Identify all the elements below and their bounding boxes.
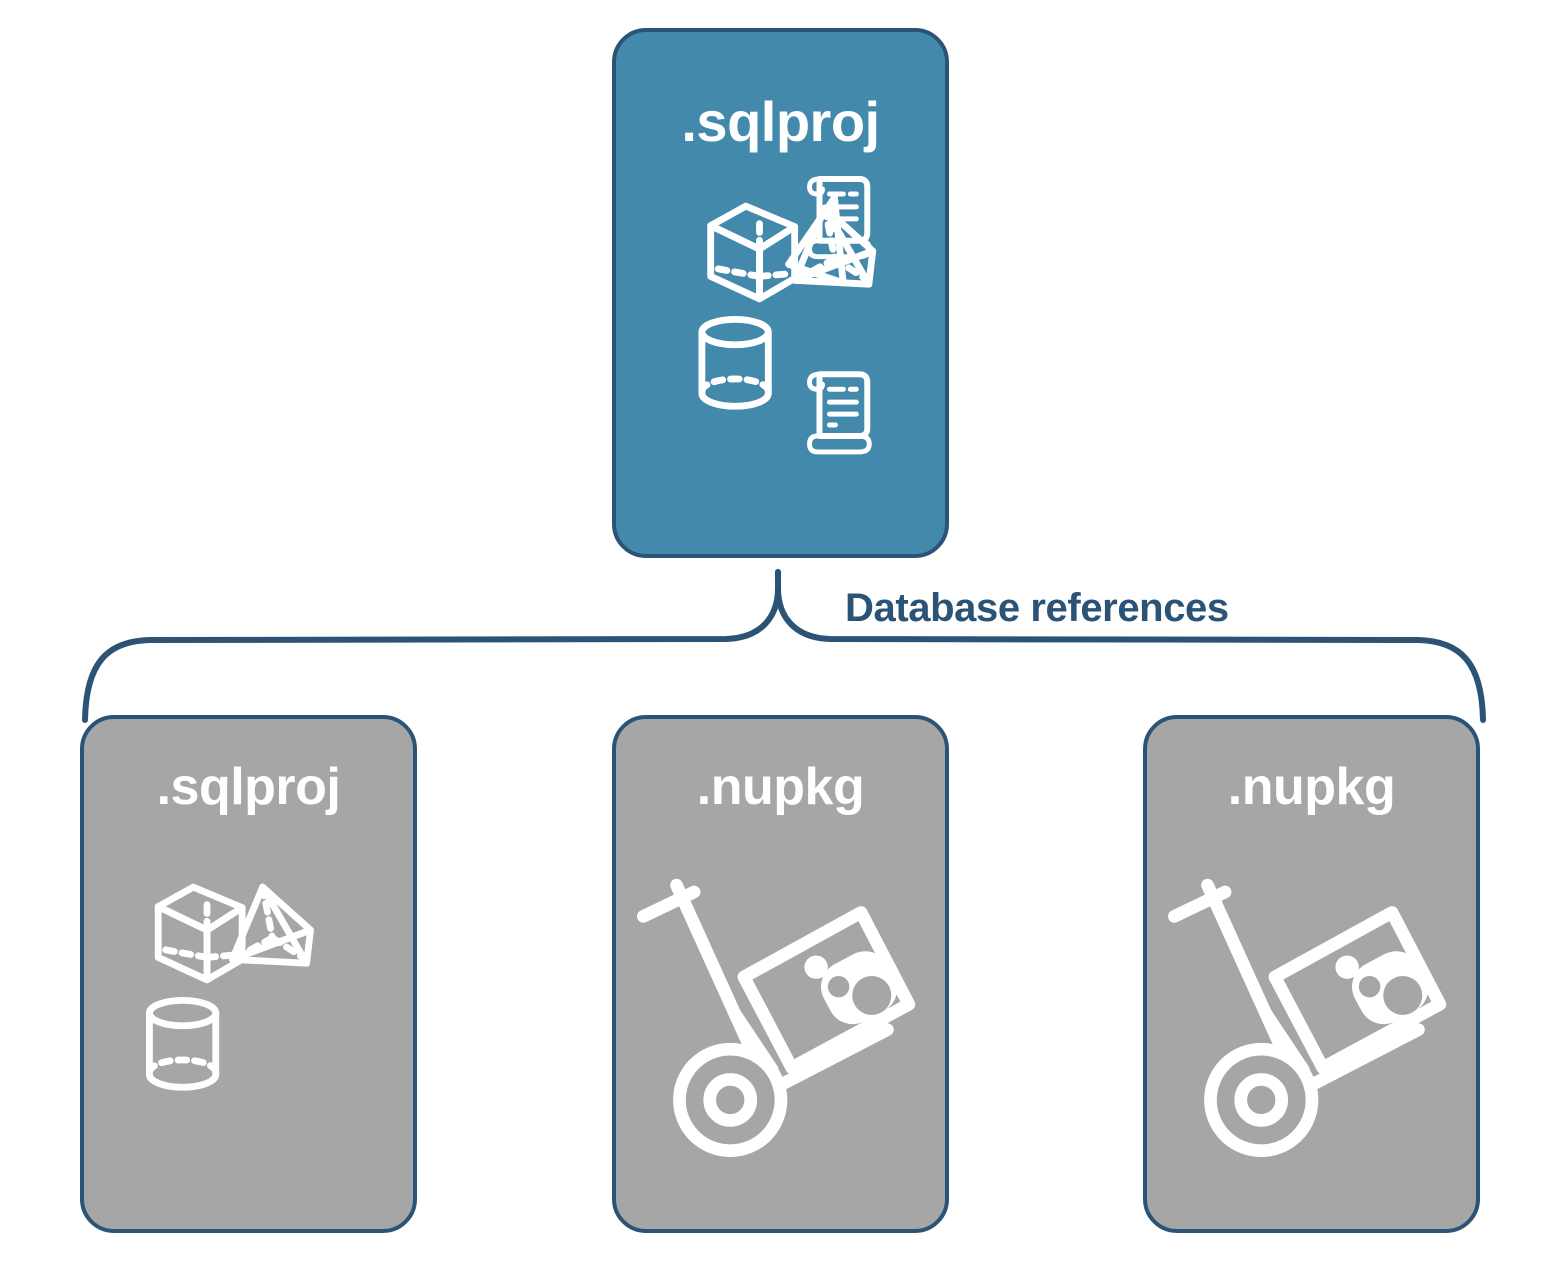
scroll-icon [807,176,872,260]
brace-label: Database references [845,586,1229,630]
nuget-mark-holes [1358,975,1423,1016]
pyramid-icon-body [791,204,877,288]
hand-truck-package-icon [1167,878,1447,1158]
card-title-nupkg-2: .nupkg [1227,758,1396,816]
nuget-mark [804,951,898,1025]
card-title-sqlproj-reference: .sqlproj [156,758,341,816]
cylinder-icon [698,315,772,410]
nuget-mark [1335,951,1429,1025]
card-sqlproj-reference[interactable]: .sqlproj [80,715,417,1233]
nuget-mark-holes [827,975,892,1016]
card-title-nupkg-1: .nupkg [696,758,865,816]
pyramid-icon [785,194,847,287]
database-references-brace [82,569,1486,723]
card-nupkg-1[interactable]: .nupkg [612,715,949,1233]
card-sqlproj-main[interactable]: .sqlproj [612,28,949,558]
scroll-icon [807,371,872,455]
cylinder-icon [145,996,220,1091]
card-nupkg-2[interactable]: .nupkg [1143,715,1480,1233]
hand-truck-package-icon [636,878,916,1158]
card-title-sqlproj-main: .sqlproj [681,90,880,153]
cube-icon [154,883,246,984]
cube-icon [707,202,799,303]
pyramid-icon [228,883,314,967]
